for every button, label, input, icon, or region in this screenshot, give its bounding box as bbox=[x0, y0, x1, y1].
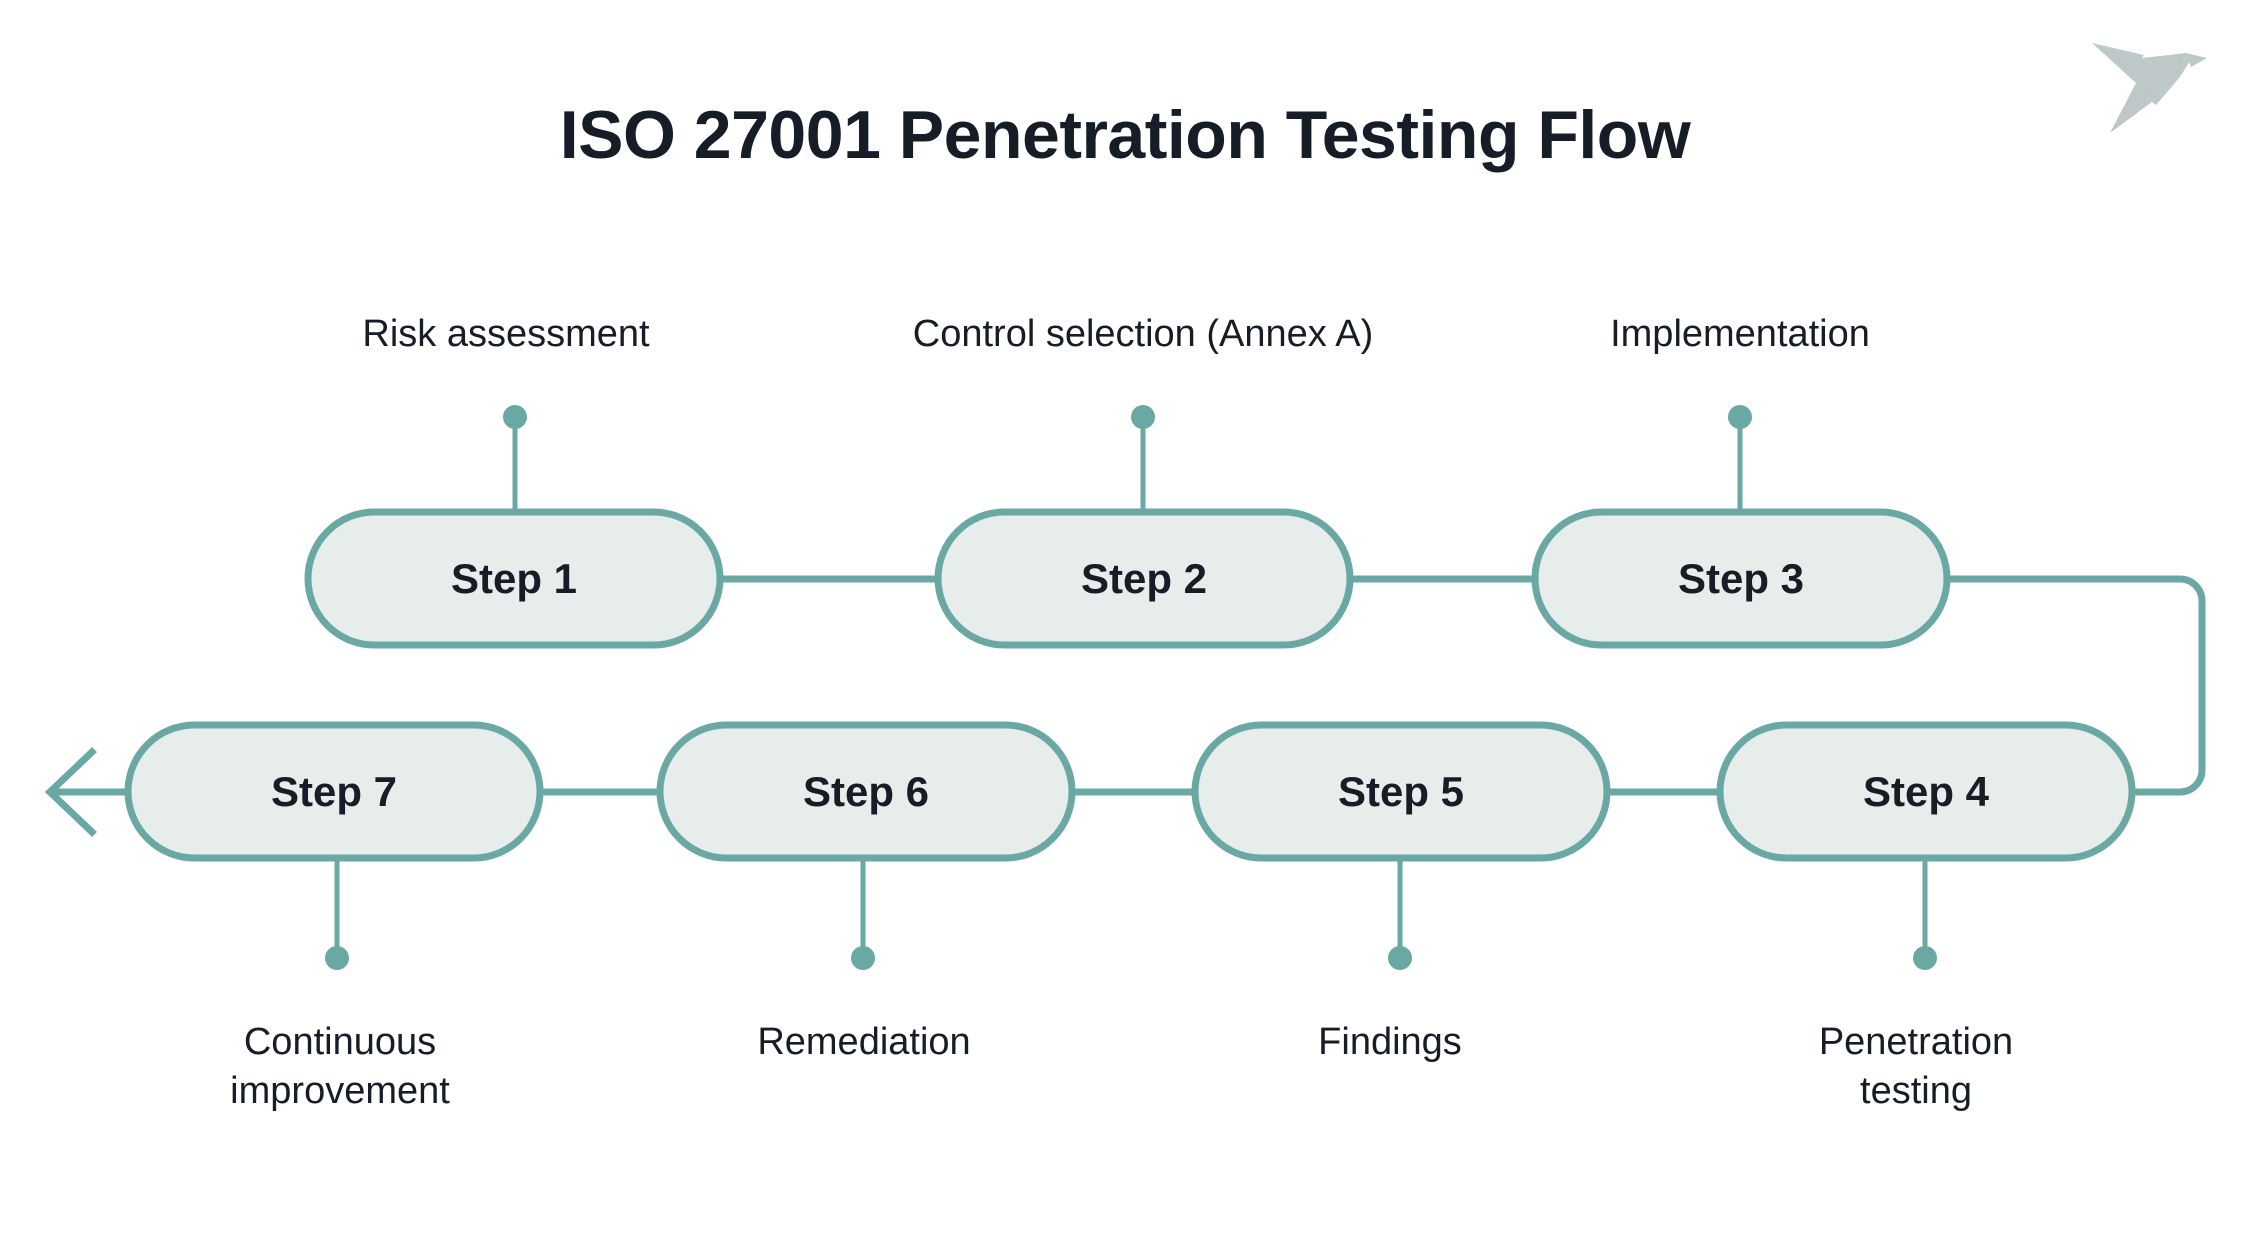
node-step-1[interactable] bbox=[304, 508, 724, 649]
caption-risk-assessment: Risk assessment bbox=[362, 313, 650, 355]
caption-continuous-improvement: Continuous improvement bbox=[230, 1018, 450, 1117]
node-step-2[interactable] bbox=[934, 508, 1354, 649]
callout-dot-step6 bbox=[851, 946, 875, 970]
caption-findings: Findings bbox=[1318, 1021, 1462, 1063]
node-step-3[interactable] bbox=[1531, 508, 1951, 649]
node-step-7[interactable] bbox=[124, 721, 544, 862]
node-step-6[interactable] bbox=[656, 721, 1076, 862]
arrow-left-icon bbox=[44, 747, 97, 837]
callout-dot-step7 bbox=[325, 946, 349, 970]
origami-bird-logo bbox=[2092, 43, 2207, 133]
caption-control-selection: Control selection (Annex A) bbox=[912, 313, 1374, 355]
caption-penetration-testing: Penetration testing bbox=[1819, 1018, 2013, 1117]
connector-step3-step4 bbox=[1700, 575, 2206, 796]
node-step-5[interactable] bbox=[1191, 721, 1611, 862]
callout-dot-step3 bbox=[1728, 405, 1752, 429]
callout-dot-step4 bbox=[1913, 946, 1937, 970]
page-title: ISO 27001 Penetration Testing Flow bbox=[559, 97, 1691, 173]
caption-implementation: Implementation bbox=[1610, 313, 1870, 355]
caption-line: improvement bbox=[230, 1070, 450, 1113]
caption-line: Continuous bbox=[243, 1021, 437, 1063]
callout-dot-step1 bbox=[503, 405, 527, 429]
node-step-4[interactable] bbox=[1716, 721, 2136, 862]
caption-line: testing bbox=[1860, 1070, 1972, 1113]
callout-dot-step2 bbox=[1131, 405, 1155, 429]
caption-line: Penetration bbox=[1818, 1021, 2014, 1063]
callout-dot-step5 bbox=[1388, 946, 1412, 970]
caption-remediation: Remediation bbox=[757, 1021, 971, 1063]
